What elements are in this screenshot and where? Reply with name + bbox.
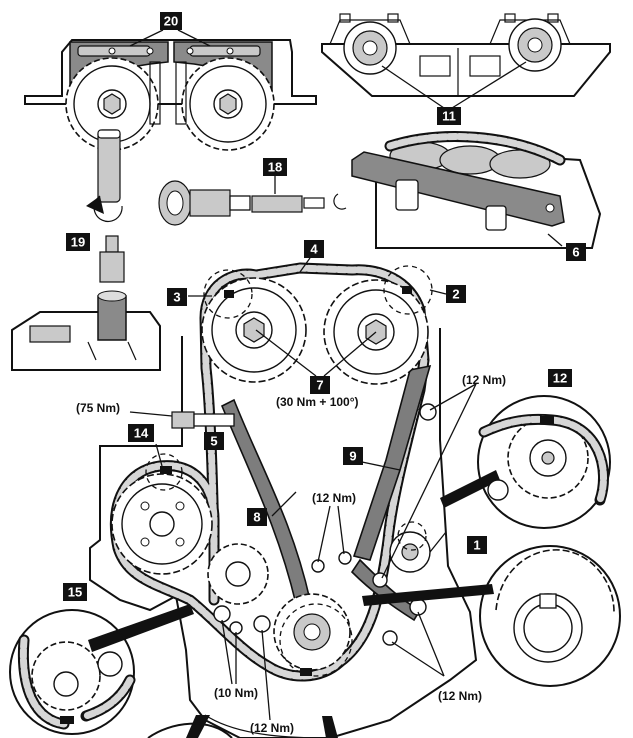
- svg-text:9: 9: [349, 449, 356, 464]
- callout-1: 1: [467, 536, 487, 554]
- callout-14: 14: [128, 424, 154, 442]
- chain-tensioner: [129, 411, 235, 429]
- callout-6: 6: [566, 243, 586, 261]
- callout-20: 20: [160, 12, 182, 30]
- callout-9: 9: [343, 447, 363, 465]
- svg-text:19: 19: [71, 235, 85, 250]
- cam-holding-tool-view: [351, 131, 602, 249]
- camshaft-locking-tool-view: [24, 29, 317, 151]
- exhaust-cam-sprocket: [201, 277, 307, 383]
- callout-11: 11: [437, 107, 461, 125]
- balancer-sprocket: [111, 473, 213, 575]
- svg-text:11: 11: [442, 109, 456, 124]
- svg-text:20: 20: [164, 14, 178, 29]
- torque-camshaft: (30 Nm + 100°): [276, 395, 359, 409]
- svg-text:5: 5: [210, 434, 217, 449]
- callout-7: 7: [310, 376, 330, 394]
- oil-pump-sprocket: [207, 543, 269, 605]
- torque-lower-middle: (12 Nm): [250, 721, 294, 735]
- callout-5: 5: [204, 432, 224, 450]
- callout-19: 19: [66, 233, 90, 251]
- callout-15: 15: [63, 583, 87, 601]
- torque-upper-right: (12 Nm): [462, 373, 506, 387]
- svg-text:7: 7: [316, 378, 323, 393]
- torque-tensioner: (75 Nm): [76, 401, 120, 415]
- svg-text:1: 1: [473, 538, 480, 553]
- right-cam-sprocket: [181, 57, 275, 151]
- callout-12: 12: [548, 369, 572, 387]
- idler-pulley: [389, 531, 431, 573]
- torque-lower-right: (12 Nm): [438, 689, 482, 703]
- camshaft-cover-view: [321, 13, 611, 109]
- svg-text:2: 2: [452, 287, 459, 302]
- bolts: [213, 403, 437, 646]
- svg-text:18: 18: [268, 160, 282, 175]
- detail-1: [479, 545, 621, 687]
- torque-lower-left: (10 Nm): [214, 686, 258, 700]
- cam-lobes: [389, 141, 551, 179]
- callout-8: 8: [247, 508, 267, 526]
- callout-4: 4: [304, 240, 324, 258]
- svg-text:3: 3: [173, 290, 180, 305]
- torque-middle: (12 Nm): [312, 491, 356, 505]
- timing-pin-view: [11, 129, 161, 371]
- callout-18: 18: [263, 158, 287, 176]
- timing-marks: [145, 265, 433, 677]
- callout-2: 2: [446, 285, 466, 303]
- svg-text:14: 14: [134, 426, 149, 441]
- fixed-guide-rail: [352, 364, 432, 561]
- tensioner-tool: [158, 176, 347, 226]
- leader-lines: [155, 257, 477, 721]
- detail-12: [477, 395, 611, 529]
- svg-text:15: 15: [68, 585, 82, 600]
- svg-text:12: 12: [553, 371, 567, 386]
- svg-text:8: 8: [253, 510, 260, 525]
- svg-text:4: 4: [310, 242, 318, 257]
- detail-15: [9, 609, 136, 735]
- left-cam-sprocket: [65, 57, 159, 151]
- callout-3: 3: [167, 288, 187, 306]
- engine-front-view: [88, 257, 500, 738]
- svg-text:6: 6: [572, 245, 579, 260]
